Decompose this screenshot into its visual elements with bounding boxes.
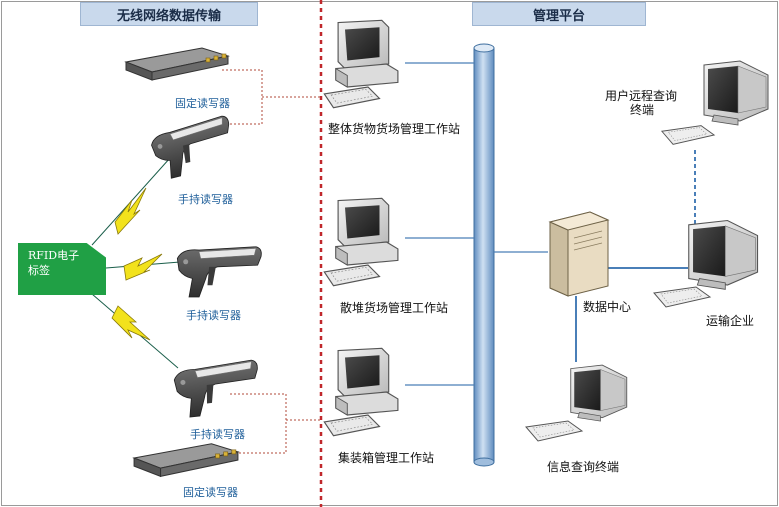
workstation-label: 散堆货场管理工作站 <box>340 301 449 315</box>
handheld-reader-label: 手持读写器 <box>190 428 245 441</box>
lightning-icon <box>123 253 163 281</box>
workstation-icon <box>323 347 399 437</box>
server-icon <box>549 211 609 297</box>
rfid-tag: RFID电子 标签 <box>18 243 106 295</box>
monitor-icon <box>688 219 759 290</box>
handheld-reader-icon <box>176 246 262 298</box>
workstation-label: 整体货物货场管理工作站 <box>328 122 461 136</box>
lightning-icon <box>114 187 147 235</box>
handheld-reader-label: 手持读写器 <box>178 193 233 206</box>
network-links <box>405 62 696 386</box>
fixed-reader-icon <box>133 443 239 477</box>
keyboard-icon <box>653 286 711 308</box>
fixed-reader-label: 固定读写器 <box>175 97 230 110</box>
handheld-reader-icon <box>172 359 263 419</box>
data-center-label: 数据中心 <box>583 300 632 314</box>
remote-terminal-label-line2: 终端 <box>630 103 655 117</box>
rfid-tag-line1: RFID电子 <box>28 249 80 262</box>
workstation-icon <box>323 19 399 109</box>
lightning-icon <box>111 305 151 341</box>
transport-label: 运输企业 <box>706 314 755 328</box>
header-wireless: 无线网络数据传输 <box>80 2 258 26</box>
fixed-reader-label: 固定读写器 <box>183 486 238 499</box>
reader-links <box>222 69 322 454</box>
wireless-bolts <box>111 187 163 341</box>
monitor-icon <box>570 364 628 422</box>
handheld-reader-label: 手持读写器 <box>186 309 241 322</box>
header-management: 管理平台 <box>472 2 646 26</box>
fixed-reader-icon <box>125 47 229 81</box>
workstation-icon <box>323 197 399 287</box>
network-bus <box>473 43 495 467</box>
rfid-tag-line2: 标签 <box>28 264 50 277</box>
remote-terminal-label: 用户远程查询 <box>605 89 678 103</box>
keyboard-icon <box>525 420 583 442</box>
info-terminal-label: 信息查询终端 <box>547 460 620 474</box>
monitor-icon <box>703 60 769 126</box>
workstation-label: 集装箱管理工作站 <box>338 451 435 465</box>
handheld-reader-icon <box>148 114 239 182</box>
keyboard-icon <box>661 125 715 145</box>
